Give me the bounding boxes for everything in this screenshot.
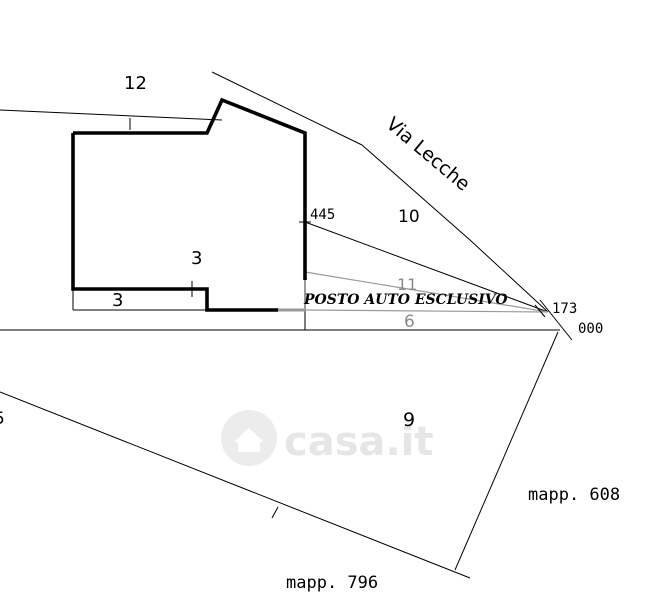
dimension-3-inner-label: 3: [191, 248, 202, 269]
parcel-10-label: 10: [398, 207, 420, 227]
point-445-label: 445: [310, 207, 335, 223]
mapp-796-label: mapp. 796: [286, 573, 378, 593]
parcel-boundaries: [0, 71, 573, 579]
watermark-text: casa.it: [284, 419, 434, 465]
street-name-label: Via Lecche: [382, 113, 474, 195]
parcel-6-label: 6: [404, 312, 415, 332]
parcel-11-label: 11: [397, 275, 417, 294]
mapp-608-label: mapp. 608: [528, 485, 620, 505]
parcel-9-label: 9: [403, 409, 415, 431]
left-edge-mark-label: 5: [0, 409, 5, 429]
point-173-label: 173: [552, 301, 577, 317]
gray-lines: [278, 271, 549, 313]
house-icon: [221, 410, 277, 466]
dimension-12-label: 12: [124, 73, 147, 94]
building-outline: [71, 97, 307, 312]
point-000-label: 000: [578, 321, 603, 337]
dimension-3-bottom-label: 3: [112, 290, 123, 311]
parking-space-label: POSTO AUTO ESCLUSIVO: [303, 292, 508, 308]
watermark: casa.it: [221, 410, 434, 466]
